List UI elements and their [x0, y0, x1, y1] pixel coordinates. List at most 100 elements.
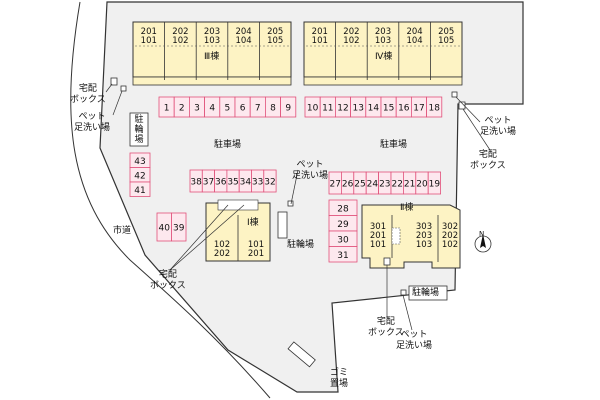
- parking-43-number: 43: [134, 157, 145, 167]
- parking-39-number: 39: [173, 224, 185, 234]
- parking-19-stall: [427, 171, 442, 195]
- building-iii-unit-105: 105: [267, 36, 283, 46]
- building-ii-label: Ⅱ棟: [400, 203, 414, 213]
- leader-delivery-box-3b: [169, 204, 245, 271]
- building-iii-unit-204: 204: [235, 27, 251, 37]
- parking-32-number: 32: [264, 178, 275, 188]
- building-iii-unit-201: 201: [141, 27, 157, 37]
- building-iii-label: Ⅲ棟: [204, 52, 220, 62]
- garbage-label: ゴミ 置場: [330, 368, 349, 389]
- building-iv-unit-205: 205: [438, 27, 454, 37]
- parking-14-number: 14: [368, 104, 380, 114]
- building-iv-unit-204: 204: [406, 27, 422, 37]
- building-iv-unit-105: 105: [438, 36, 454, 46]
- bike-rack-left: [129, 112, 149, 147]
- parking-13-number: 13: [352, 104, 363, 114]
- building-i-unit-102: 102: [214, 240, 230, 250]
- parking-19-number: 19: [429, 180, 441, 190]
- building-ii-unit-301: 301: [370, 222, 386, 232]
- city-road-label: 市道: [113, 226, 132, 236]
- parking-40-number: 40: [159, 224, 171, 234]
- parking-38-number: 38: [190, 178, 202, 188]
- building-iii-unit-205: 205: [267, 27, 283, 37]
- pet-wash-4-label: ペット 足洗い場: [396, 330, 433, 351]
- leader-delivery-box-1: [105, 83, 113, 93]
- building-iii-unit-103: 103: [204, 36, 220, 46]
- building-i-unit-101: 101: [248, 240, 264, 250]
- leader-pet-wash-4: [402, 294, 413, 331]
- parking-lot-left-label: 駐車場: [214, 140, 242, 150]
- pet-wash-1-marker: [120, 85, 127, 92]
- building-iv-unit-203: 203: [375, 27, 391, 37]
- leader-delivery-box-3a: [169, 204, 229, 271]
- leader-pet-wash-1: [112, 90, 123, 116]
- building-iii-unit-203: 203: [204, 27, 220, 37]
- pet-wash-3-marker: [287, 200, 294, 207]
- parking-42-number: 42: [134, 171, 145, 181]
- parking-1-number: 1: [164, 104, 170, 114]
- building-iv-unit-202: 202: [343, 27, 359, 37]
- building-iv-unit-102: 102: [343, 36, 359, 46]
- building-iv-unit-104: 104: [406, 36, 422, 46]
- building-i: [205, 199, 271, 262]
- parking-32-stall: [263, 169, 277, 193]
- leader-pet-wash-3: [290, 169, 299, 205]
- parking-36-number: 36: [215, 178, 227, 188]
- parking-10-number: 10: [307, 104, 319, 114]
- parking-15-number: 15: [383, 104, 394, 114]
- delivery-box-2-label: 宅配 ボックス: [470, 150, 506, 171]
- building-iii: [132, 21, 292, 86]
- parking-7-number: 7: [255, 104, 261, 114]
- parking-29-number: 29: [337, 220, 349, 230]
- pet-wash-1-label: ペット 足洗い場: [74, 112, 111, 133]
- building-iii-unit-102: 102: [172, 36, 188, 46]
- parking-lot-right-label: 駐車場: [380, 140, 408, 150]
- building-ii-unit-101: 101: [370, 240, 386, 250]
- parking-26-number: 26: [342, 180, 354, 190]
- building-ii-unit-201: 201: [370, 231, 386, 241]
- parking-6-number: 6: [240, 104, 246, 114]
- bike-mid-label: 駐輪場: [287, 240, 315, 250]
- pet-wash-2-marker: [451, 91, 458, 98]
- building-iv-unit-101: 101: [312, 36, 328, 46]
- parking-31-number: 31: [337, 251, 348, 261]
- parking-28-number: 28: [337, 204, 349, 214]
- parking-27-number: 27: [329, 180, 340, 190]
- parking-18-number: 18: [428, 104, 440, 114]
- building-ii-unit-102: 102: [442, 240, 458, 250]
- building-iii-unit-202: 202: [172, 27, 188, 37]
- building-iii-unit-101: 101: [141, 36, 157, 46]
- delivery-box-1-marker: [110, 77, 118, 86]
- parking-24-number: 24: [367, 180, 379, 190]
- road-edge-outer: [70, 1, 271, 399]
- north-label: N: [479, 230, 485, 238]
- parking-20-number: 20: [416, 180, 428, 190]
- parking-33-number: 33: [252, 178, 263, 188]
- parking-5-number: 5: [225, 104, 231, 114]
- pet-wash-4-marker: [400, 289, 407, 296]
- building-ii-unit-203: 203: [416, 231, 432, 241]
- delivery-box-1-label: 宅配 ボックス: [70, 84, 106, 105]
- building-i-unit-202: 202: [214, 249, 230, 259]
- building-ii: [361, 204, 461, 269]
- parking-11-number: 11: [322, 104, 333, 114]
- parking-21-number: 21: [404, 180, 415, 190]
- parking-4-number: 4: [209, 104, 215, 114]
- building-iv-unit-103: 103: [375, 36, 391, 46]
- bike-right-label: 駐輪場: [412, 288, 440, 298]
- parking-30-number: 30: [337, 235, 349, 245]
- building-iii-unit-104: 104: [235, 36, 251, 46]
- pet-wash-3-label: ペット 足洗い場: [292, 160, 329, 181]
- parking-8-number: 8: [270, 104, 276, 114]
- parking-16-number: 16: [398, 104, 410, 114]
- delivery-box-4-marker: [383, 257, 391, 266]
- parking-9-number: 9: [285, 104, 291, 114]
- north-arrow: [474, 234, 492, 253]
- delivery-box-2-marker: [458, 101, 466, 110]
- parking-22-number: 22: [391, 180, 402, 190]
- building-iv-label: Ⅳ棟: [375, 52, 393, 62]
- parking-41-stall: [129, 181, 151, 197]
- building-ii-unit-303: 303: [416, 222, 432, 232]
